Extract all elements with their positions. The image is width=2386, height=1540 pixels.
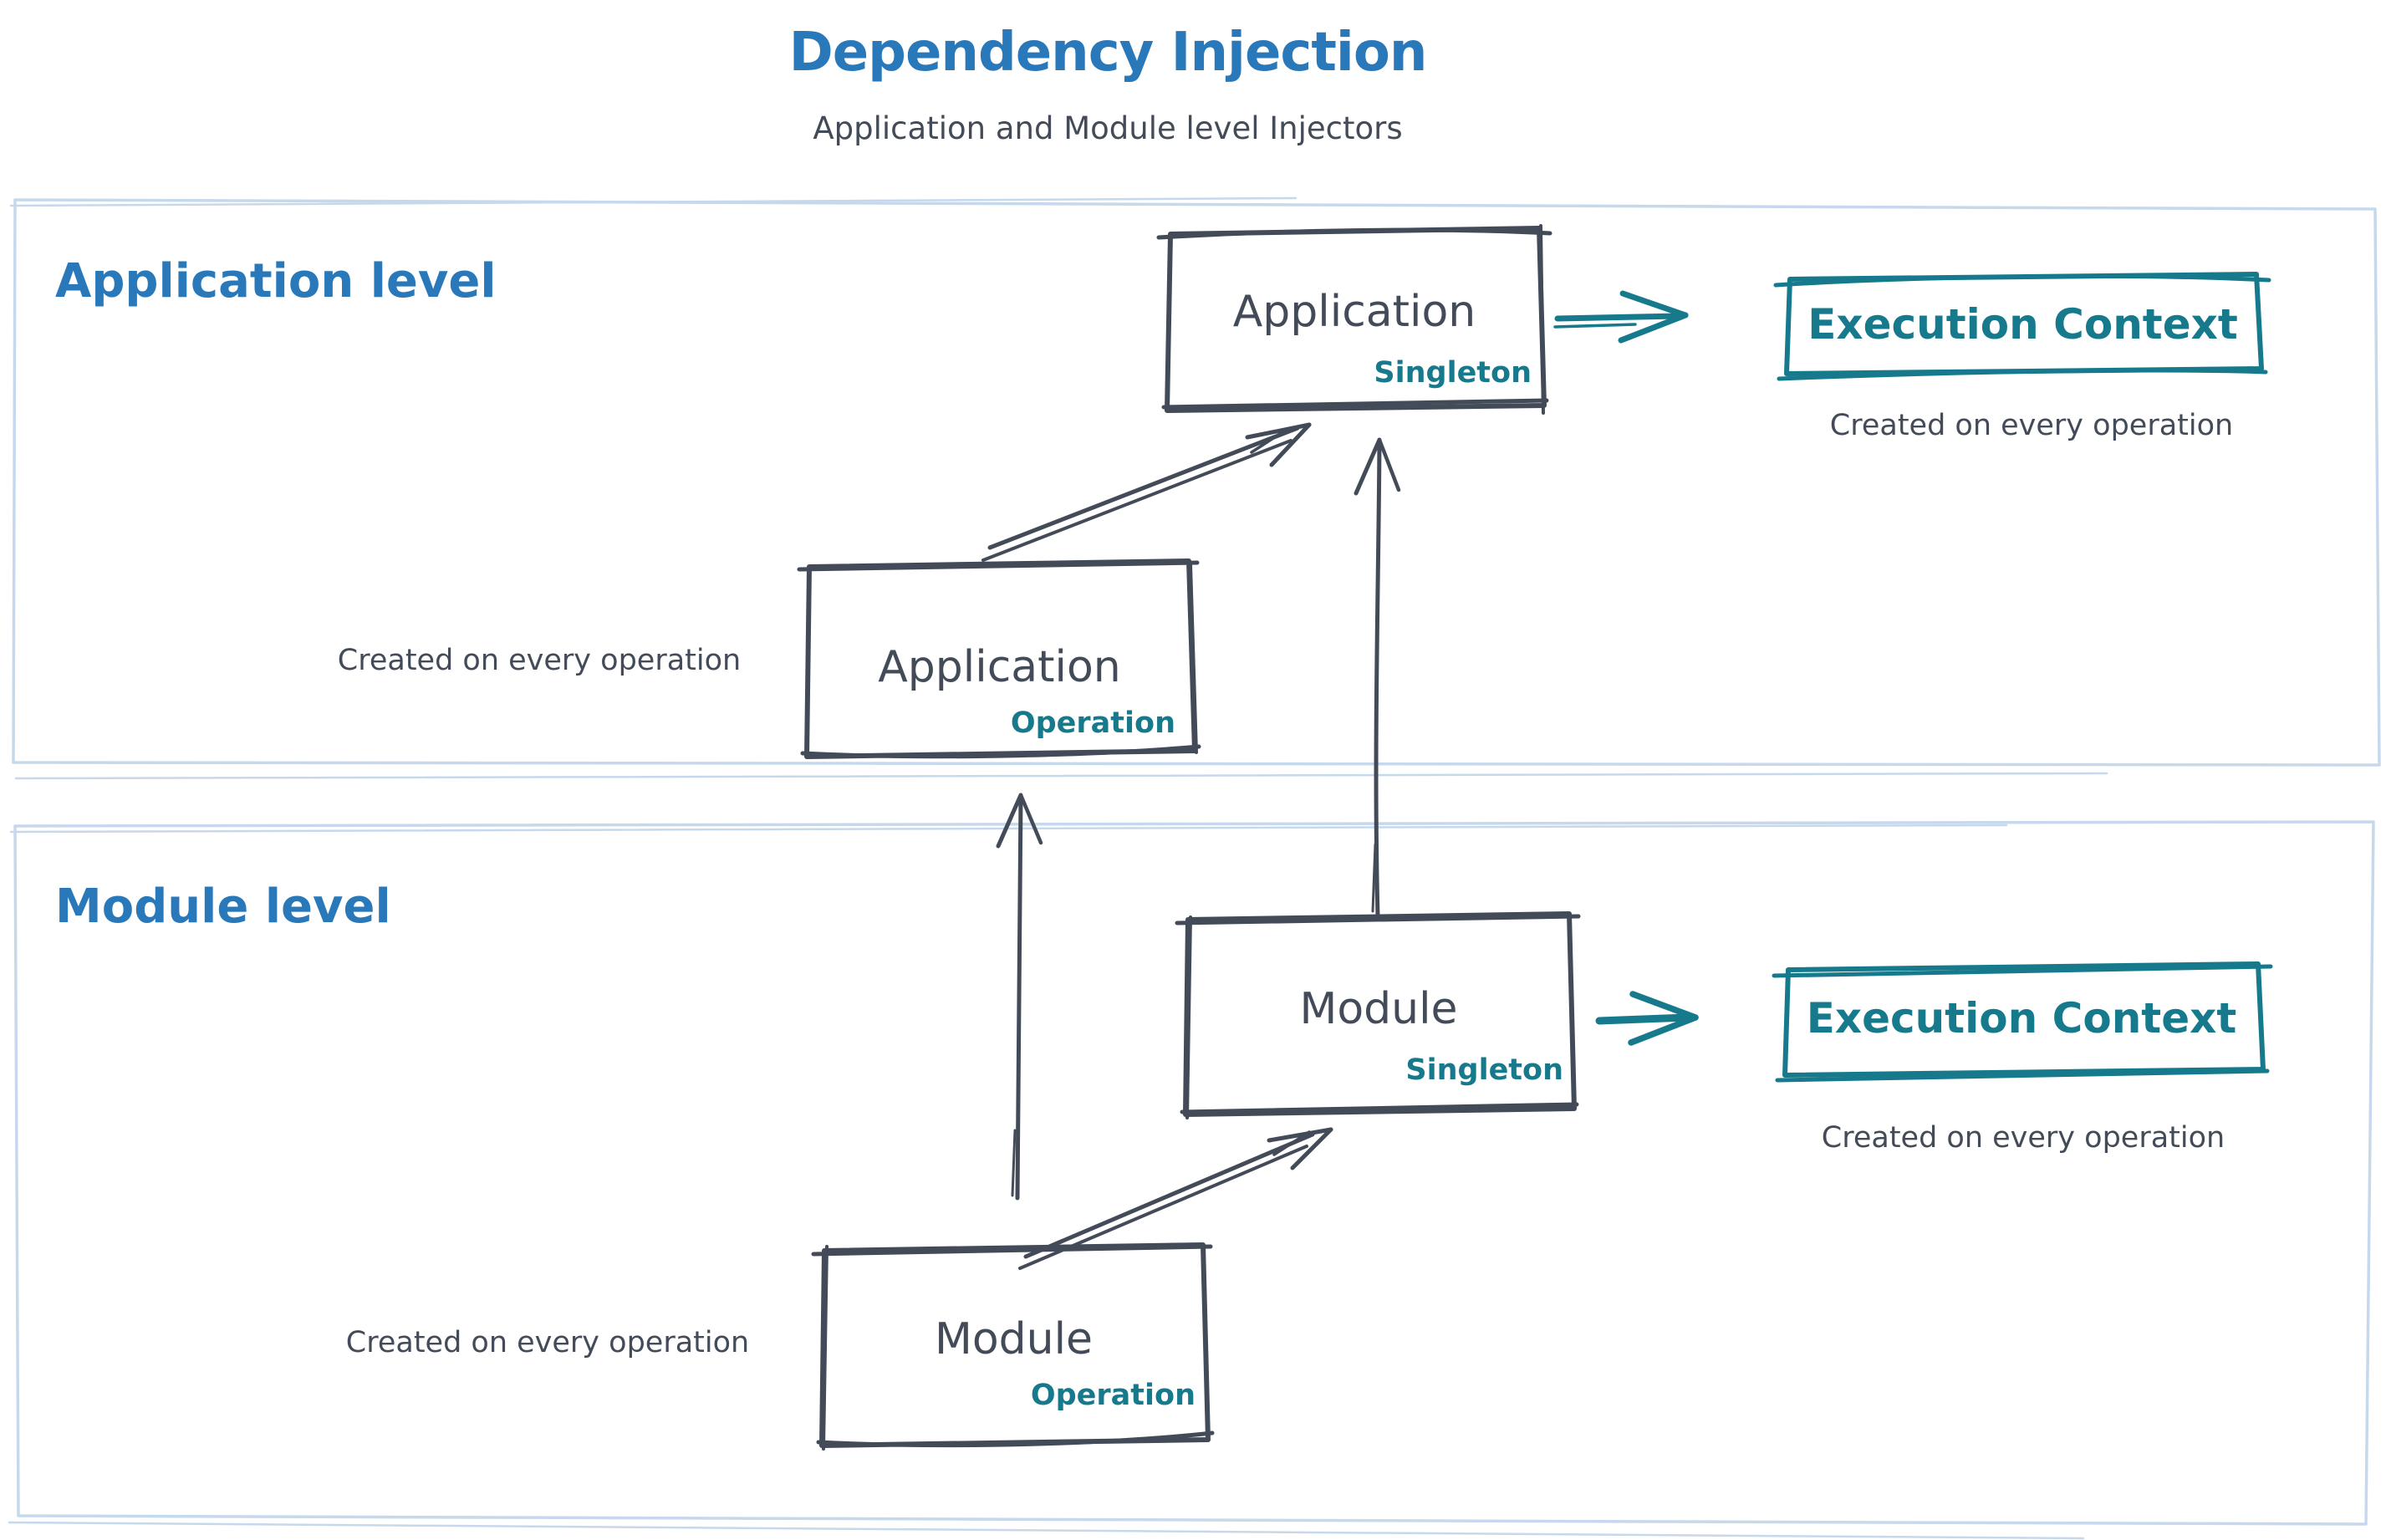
application-singleton-box-title: Application: [1232, 287, 1476, 337]
diagram-title: Dependency Injection: [788, 22, 1428, 84]
module-container-bottom-accent: [8, 1521, 2085, 1540]
module-operation-box-outline: [811, 1242, 1215, 1451]
arrow-shaft: [1374, 439, 1382, 920]
module-level-container-outline: [8, 820, 2375, 1540]
module-singleton-box-bottom-accent: [1180, 1102, 1579, 1114]
arrowhead-flick: [1250, 427, 1289, 454]
arrow-app-singleton-to-execution-context: [1553, 290, 1689, 344]
module-singleton-box-left-accent: [1185, 915, 1192, 1119]
application-operation-box-title: Application: [878, 642, 1121, 692]
application-execution-context-caption: Created on every operation: [1829, 409, 2234, 442]
application-operation-box-tag: Operation: [1010, 706, 1175, 740]
module-container-frame: [13, 820, 2375, 1526]
arrow-module-singleton-to-app-singleton: [1354, 437, 1401, 920]
application-operation-box-right-accent: [1189, 563, 1198, 754]
module-execution-context-box-outline: [1772, 961, 2273, 1083]
module-singleton-box-outline: [1175, 911, 1581, 1119]
arrowhead-barb: [1354, 437, 1382, 496]
module-singleton-box-top-accent: [1175, 914, 1581, 926]
arrow-shaft: [1554, 313, 1682, 322]
module-operation-box-top-accent: [811, 1244, 1213, 1257]
application-level-label: Application level: [55, 254, 497, 309]
application-singleton-box-bottom-accent: [1161, 398, 1549, 410]
arrow-shaft-second-pass: [1011, 1129, 1017, 1197]
arrowhead-barb: [1629, 991, 1699, 1021]
arrow-shaft-second-pass: [1371, 843, 1377, 913]
arrow-shaft: [1023, 1132, 1315, 1259]
application-execution-context-bottom-accent: [1777, 368, 2268, 381]
arrowhead-barb: [1269, 422, 1312, 467]
arrow-module-operation-to-app-operation: [996, 793, 1043, 1201]
module-operation-box-tag: Operation: [1030, 1379, 1196, 1412]
module-operation-caption: Created on every operation: [345, 1326, 750, 1359]
module-level-label: Module level: [55, 880, 391, 934]
application-level-container-outline: [9, 196, 2381, 780]
application-container-bottom-accent: [14, 772, 2108, 780]
arrowhead-barb: [1619, 290, 1689, 319]
arrow-shaft: [1015, 794, 1023, 1201]
module-operation-box-frame: [819, 1242, 1211, 1448]
module-execution-context-top-accent: [1772, 964, 2273, 978]
arrow-module-singleton-to-execution-context: [1595, 991, 1699, 1046]
module-execution-context-bottom-accent: [1775, 1068, 2270, 1083]
arrowhead-barb: [1628, 1014, 1699, 1046]
arrowhead-barb: [996, 793, 1023, 849]
arrow-module-operation-to-module-singleton: [1018, 1127, 1333, 1270]
arrowhead-barb: [1245, 422, 1312, 440]
module-operation-box-title: Module: [934, 1314, 1094, 1364]
module-execution-context-caption: Created on every operation: [1821, 1121, 2225, 1155]
application-execution-context-box-outline: [1773, 272, 2271, 381]
application-execution-context-top-accent: [1773, 273, 2271, 288]
application-singleton-box-top-accent: [1156, 227, 1552, 240]
application-singleton-box-right-accent: [1539, 224, 1545, 415]
diagram-subtitle: Application and Module level Injectors: [813, 110, 1403, 146]
arrow-shaft-second-pass: [981, 439, 1292, 562]
module-execution-context-label: Execution Context: [1806, 994, 2237, 1043]
arrowhead-flick: [1272, 1130, 1311, 1156]
arrow-shaft-second-pass: [1553, 323, 1637, 329]
arrowhead-barb: [1018, 793, 1043, 845]
arrow-shaft: [987, 426, 1300, 550]
application-operation-box-outline: [797, 558, 1201, 759]
module-operation-box-left-accent: [822, 1245, 828, 1451]
arrowhead-barb: [1290, 1127, 1333, 1170]
application-singleton-box-outline: [1156, 224, 1552, 415]
module-container-top-accent: [9, 824, 2008, 834]
application-operation-box-bottom-accent: [800, 744, 1201, 759]
arrowhead-barb: [1618, 312, 1689, 344]
application-execution-context-label: Execution Context: [1807, 300, 2238, 349]
application-container-top-accent: [9, 196, 1298, 207]
application-operation-caption: Created on every operation: [337, 644, 742, 677]
module-singleton-box-frame: [1183, 911, 1577, 1117]
arrow-shaft-second-pass: [1018, 1145, 1308, 1270]
application-singleton-box-tag: Singleton: [1374, 356, 1532, 390]
arrowhead-barb: [1267, 1127, 1333, 1143]
module-singleton-box-title: Module: [1299, 984, 1458, 1034]
arrow-app-operation-to-app-singleton: [981, 422, 1312, 562]
arrowhead-barb: [1377, 437, 1401, 492]
arrow-shaft: [1595, 1013, 1691, 1025]
module-operation-box-bottom-accent: [816, 1430, 1215, 1448]
module-singleton-box-tag: Singleton: [1405, 1053, 1563, 1087]
application-container-frame: [12, 198, 2381, 767]
application-operation-box-top-accent: [797, 560, 1200, 572]
